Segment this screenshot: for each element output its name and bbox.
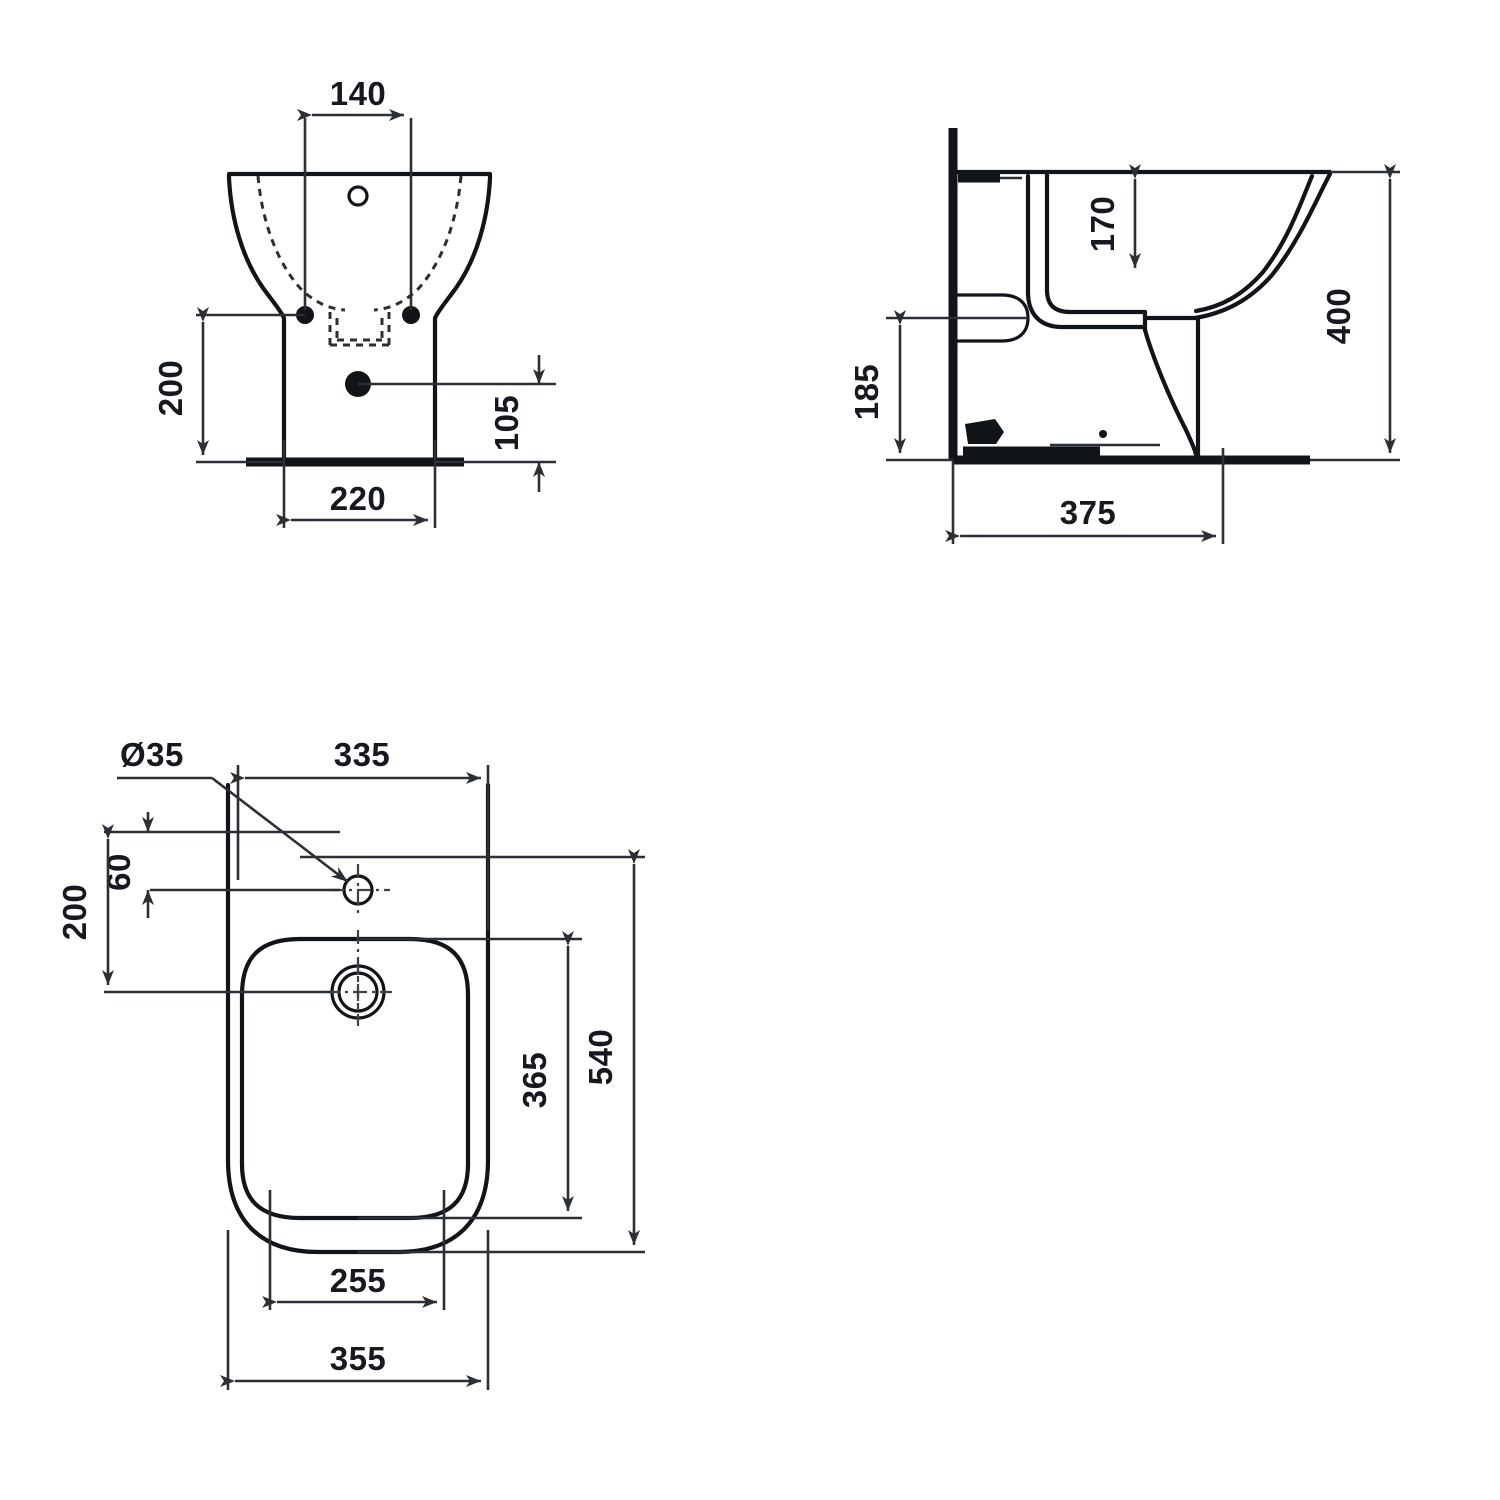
side-dim-170: 170 xyxy=(1084,164,1141,268)
side-bowl-front-profile xyxy=(1142,171,1333,321)
front-dim-140: 140 xyxy=(297,75,413,310)
side-bowl-profile xyxy=(1025,172,1148,333)
front-bowl-outline xyxy=(226,171,493,463)
plan-dim-60-label: 60 xyxy=(100,853,137,891)
front-dim-105-label: 105 xyxy=(488,395,525,452)
plan-dim-255-label: 255 xyxy=(330,1262,387,1299)
plan-dim-255: 255 xyxy=(262,1190,446,1310)
side-dim-375: 375 xyxy=(945,448,1225,544)
side-dim-170-label: 170 xyxy=(1084,196,1121,253)
front-dim-220-label: 220 xyxy=(330,480,387,517)
plan-dim-335-label: 335 xyxy=(334,736,391,773)
front-dim-105: 105 xyxy=(358,355,556,492)
side-dim-185: 185 xyxy=(848,310,953,462)
front-dim-200: 200 xyxy=(152,307,305,464)
front-tap-hole xyxy=(347,185,369,207)
plan-view: Ø35 335 60 200 xyxy=(56,736,645,1390)
plan-dim-540-label: 540 xyxy=(582,1029,619,1086)
side-pedestal-profile xyxy=(1142,315,1201,462)
front-dim-200-label: 200 xyxy=(152,360,189,417)
plan-dim-d35-label: Ø35 xyxy=(120,736,184,773)
plan-dim-355-label: 355 xyxy=(330,1340,387,1377)
side-dim-400: 400 xyxy=(1310,164,1400,462)
front-dim-220: 220 xyxy=(276,440,437,528)
side-floor-fixing xyxy=(963,419,1160,456)
front-dim-140-label: 140 xyxy=(330,75,387,112)
plan-dim-d35: Ø35 xyxy=(117,736,349,884)
front-elevation-view: 140 220 200 105 xyxy=(152,75,556,528)
plan-dim-60: 60 xyxy=(100,812,340,918)
plan-dim-335: 335 xyxy=(230,736,490,930)
plan-dim-355: 355 xyxy=(220,1230,490,1390)
plan-dim-200-label: 200 xyxy=(56,884,93,941)
side-dim-375-label: 375 xyxy=(1060,494,1117,531)
plan-dim-365-label: 365 xyxy=(516,1052,553,1109)
side-elevation-view: 170 400 185 375 xyxy=(848,128,1400,544)
side-dim-400-label: 400 xyxy=(1320,288,1357,345)
side-dim-185-label: 185 xyxy=(848,364,885,421)
plan-bowl-outline xyxy=(239,936,471,1221)
front-fixing-holes xyxy=(296,306,420,324)
plan-dim-200: 200 xyxy=(56,824,330,994)
plan-dim-540: 540 xyxy=(300,849,645,1254)
side-wall-outlet xyxy=(886,293,1030,343)
front-hidden-rim-lines xyxy=(256,175,463,347)
plan-dim-365: 365 xyxy=(358,931,582,1220)
